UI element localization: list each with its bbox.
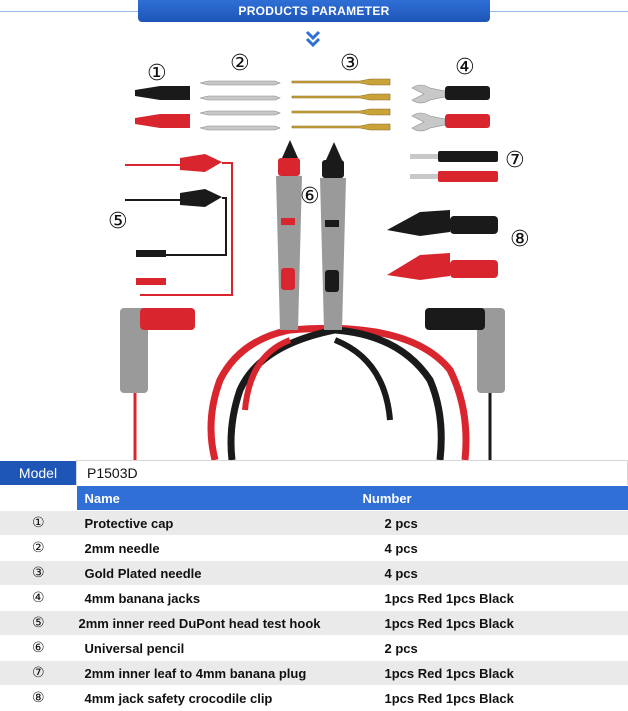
row-index: ⑦ xyxy=(0,660,77,686)
row-index: ④ xyxy=(0,585,77,611)
row-index: ③ xyxy=(0,560,77,586)
cables xyxy=(133,324,492,460)
row-index: ⑥ xyxy=(0,635,77,661)
row-index: ① xyxy=(0,510,77,536)
banner: PRODUCTS PARAMETER xyxy=(0,0,628,22)
model-label: Model xyxy=(0,460,77,486)
row-name: Protective cap xyxy=(76,510,355,536)
banner-title: PRODUCTS PARAMETER xyxy=(238,4,390,18)
test-hooks xyxy=(125,154,233,296)
product-illustration: ① ② ③ ④ ⑤ ⑥ ⑦ ⑧ xyxy=(108,51,530,460)
label-6: ⑥ xyxy=(300,184,320,209)
table-row: ② 2mm needle 4 pcs xyxy=(0,535,628,561)
row-number: 1pcs Red 1pcs Black xyxy=(354,610,628,636)
row-name: 2mm inner leaf to 4mm banana plug xyxy=(76,660,355,686)
label-7: ⑦ xyxy=(505,148,525,173)
label-1: ① xyxy=(147,61,167,86)
banner-line-left xyxy=(0,11,138,12)
label-5: ⑤ xyxy=(108,209,128,234)
row-index: ⑧ xyxy=(0,685,77,711)
row-number: 2 pcs xyxy=(354,635,628,661)
header-blank xyxy=(0,485,77,511)
table-row: ⑥ Universal pencil 2 pcs xyxy=(0,635,628,661)
label-3: ③ xyxy=(340,51,360,76)
row-name: Gold Plated needle xyxy=(76,560,355,586)
row-name: 2mm needle xyxy=(76,535,355,561)
gold-needles xyxy=(291,78,391,131)
silver-needles xyxy=(199,80,281,131)
row-number: 1pcs Red 1pcs Black xyxy=(354,585,628,611)
chevron-down-icon xyxy=(305,30,321,48)
row-number: 2 pcs xyxy=(354,510,628,536)
table-row: ③ Gold Plated needle 4 pcs xyxy=(0,560,628,586)
right-angle-plugs xyxy=(120,308,505,393)
row-number: 1pcs Red 1pcs Black xyxy=(354,660,628,686)
banner-bar xyxy=(138,0,490,22)
row-number: 4 pcs xyxy=(354,535,628,561)
table-row: ⑧ 4mm jack safety crocodile clip 1pcs Re… xyxy=(0,685,628,711)
protective-caps xyxy=(135,86,190,128)
label-2: ② xyxy=(230,51,250,76)
row-index: ⑤ xyxy=(0,610,77,636)
label-4: ④ xyxy=(455,55,475,80)
row-index: ② xyxy=(0,535,77,561)
spec-table: Model P1503D Name Number ① Protective ca… xyxy=(0,460,628,711)
column-name: Name xyxy=(76,485,355,511)
table-row: ⑦ 2mm inner leaf to 4mm banana plug 1pcs… xyxy=(0,660,628,686)
table-row: ⑤ 2mm inner reed DuPont head test hook 1… xyxy=(0,610,628,636)
banana-plugs xyxy=(410,151,498,182)
model-row: Model P1503D xyxy=(0,460,628,486)
row-number: 1pcs Red 1pcs Black xyxy=(354,685,628,711)
label-8: ⑧ xyxy=(510,227,530,252)
row-number: 4 pcs xyxy=(354,560,628,586)
row-name: Universal pencil xyxy=(76,635,355,661)
row-name: 4mm jack safety crocodile clip xyxy=(76,685,355,711)
banana-jacks xyxy=(411,84,490,132)
model-value: P1503D xyxy=(76,460,628,486)
column-number: Number xyxy=(354,485,628,511)
crocodile-clips xyxy=(387,210,498,280)
table-row: ① Protective cap 2 pcs xyxy=(0,510,628,536)
banner-line-right xyxy=(490,11,628,12)
column-header-row: Name Number xyxy=(0,485,628,511)
probe-pencils xyxy=(276,140,346,330)
row-name: 4mm banana jacks xyxy=(76,585,355,611)
table-row: ④ 4mm banana jacks 1pcs Red 1pcs Black xyxy=(0,585,628,611)
row-name: 2mm inner reed DuPont head test hook xyxy=(76,610,355,636)
